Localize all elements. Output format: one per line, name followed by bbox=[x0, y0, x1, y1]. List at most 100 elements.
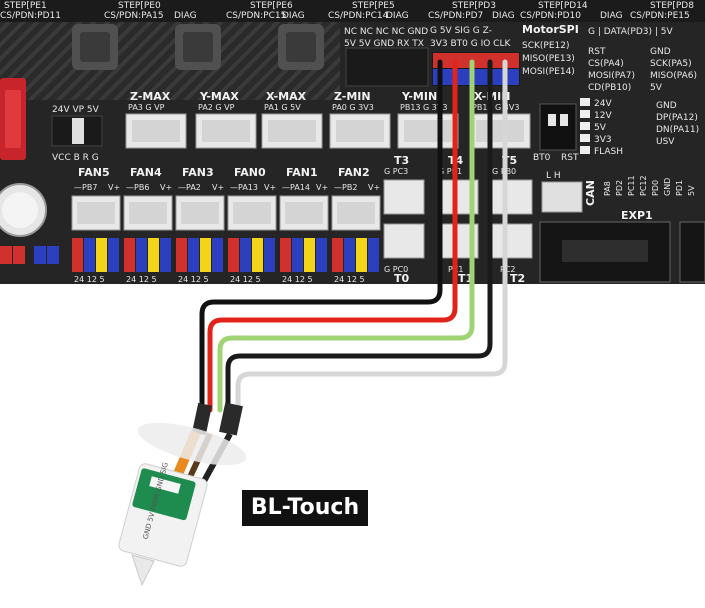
wire-yellow bbox=[217, 59, 475, 413]
wire-brown bbox=[199, 59, 443, 413]
fan-jumper bbox=[200, 238, 211, 272]
uart-header-top-label: NC NC NC NC GND bbox=[344, 27, 428, 37]
power-select-label: 5V bbox=[594, 123, 607, 133]
probe-plug bbox=[149, 476, 181, 494]
motorspi-miso: MISO(PE13) bbox=[522, 54, 575, 64]
fan-pin: —PB7 bbox=[74, 183, 97, 192]
fan-voltages: 24 12 5 bbox=[334, 275, 365, 284]
fan-name: FAN5 bbox=[78, 166, 110, 179]
fan-jumper bbox=[124, 238, 135, 272]
boot-switch bbox=[539, 103, 577, 151]
fan-pin: —PA14 bbox=[282, 183, 310, 192]
fan-jumper bbox=[228, 238, 239, 272]
capacitor-top bbox=[2, 192, 38, 228]
fan-pin: —PB2 bbox=[334, 183, 357, 192]
power-select-led bbox=[580, 98, 590, 106]
can-label: CAN bbox=[584, 180, 597, 206]
probe-mount-wing bbox=[137, 422, 247, 466]
exp-cd: CD(PB10) bbox=[588, 83, 631, 93]
thermistor-housing bbox=[491, 179, 533, 215]
fan-jumper bbox=[96, 238, 107, 272]
right-pin-label: GND bbox=[663, 178, 672, 196]
fan-jumper bbox=[136, 238, 147, 272]
fan-polarity: V+ bbox=[316, 183, 328, 192]
dupont-connector-1 bbox=[192, 402, 212, 436]
exp-5v: 5V bbox=[650, 83, 663, 93]
connector-socket bbox=[404, 120, 452, 142]
uart-header bbox=[345, 47, 429, 87]
connector-pins: PB14 G 3V3 bbox=[472, 103, 519, 112]
fan-pin: —PB6 bbox=[126, 183, 149, 192]
fan-jumper bbox=[160, 238, 171, 272]
connector-name: Y-MAX bbox=[199, 90, 239, 103]
top-label: STEP[PE1 bbox=[4, 1, 47, 11]
exp-rst: RST bbox=[588, 47, 606, 57]
vsel-jumper bbox=[72, 118, 84, 144]
fan-pin: —PA2 bbox=[178, 183, 201, 192]
dupont-connector-2 bbox=[219, 402, 243, 436]
top-label: CS/PDN:PA15 bbox=[104, 11, 164, 21]
power-select-led bbox=[580, 122, 590, 130]
top-label: STEP[PE0 bbox=[118, 1, 161, 11]
usb-label: DN(PA11) bbox=[656, 125, 699, 135]
power-select-led bbox=[580, 134, 590, 142]
exp2-connector bbox=[679, 221, 705, 283]
thermistor-housing-lower bbox=[491, 223, 533, 259]
motorspi-mosi: MOSI(PE14) bbox=[522, 67, 575, 77]
thermistor-housing bbox=[383, 179, 425, 215]
fan-jumper bbox=[188, 238, 199, 272]
fan-jumper bbox=[280, 238, 291, 272]
fan-voltages: 24 12 5 bbox=[230, 275, 261, 284]
fan-jumper bbox=[304, 238, 315, 272]
fan-polarity: V+ bbox=[160, 183, 172, 192]
fan-name: FAN0 bbox=[234, 166, 266, 179]
top-label: CS/PDN:PD10 bbox=[520, 11, 581, 21]
top-label: STEP[PD3 bbox=[452, 1, 496, 11]
connector-name: Z-MAX bbox=[130, 90, 171, 103]
fan-jumper bbox=[356, 238, 367, 272]
top-label: DIAG bbox=[600, 11, 623, 21]
motorspi-title: MotorSPI bbox=[522, 23, 579, 36]
fan-jumper bbox=[240, 238, 251, 272]
top-label: DIAG bbox=[492, 11, 515, 21]
fan-jumper bbox=[344, 238, 355, 272]
motorspi-sck: SCK(PE12) bbox=[522, 41, 570, 51]
left-jumpers bbox=[0, 246, 59, 264]
bltouch-header-top-label: G 5V SIG G Z- bbox=[430, 26, 492, 36]
right-pin-label: PD2 bbox=[615, 180, 624, 196]
fan-polarity: V+ bbox=[368, 183, 380, 192]
power-select-label: 3V3 bbox=[594, 135, 612, 145]
connector-socket bbox=[202, 120, 250, 142]
top-label: DIAG bbox=[386, 11, 409, 21]
exp-sck: SCK(PA5) bbox=[650, 59, 692, 69]
top-label: DIAG bbox=[282, 11, 305, 21]
uart-header-bottom-label: 5V 5V GND RX TX bbox=[344, 39, 424, 49]
fan-jumper bbox=[108, 238, 119, 272]
exp-gnd: GND bbox=[650, 47, 671, 57]
thermistor-name: T2 bbox=[510, 272, 525, 285]
right-pin-label: PD0 bbox=[651, 180, 660, 196]
fan-jumper bbox=[292, 238, 303, 272]
right-pin-label: PA8 bbox=[603, 181, 612, 196]
connector-pins: PA0 G 3V3 bbox=[332, 103, 374, 112]
right-pin-label: PC12 bbox=[639, 175, 648, 196]
vsel-label: 24V VP 5V bbox=[52, 105, 100, 115]
can-pins-label: L H bbox=[546, 171, 561, 181]
exp-cs: CS(PA4) bbox=[588, 59, 624, 69]
usb-label: DP(PA12) bbox=[656, 113, 698, 123]
bltouch-wires bbox=[199, 59, 508, 413]
connector-name: Z-MIN bbox=[334, 90, 371, 103]
bltouch-header-bottom-label: 3V3 BT0 G IO CLK bbox=[430, 39, 511, 49]
top-label: CS/PDN:PC15 bbox=[226, 11, 286, 21]
power-select-label: 12V bbox=[594, 111, 612, 121]
boot-switch-knob bbox=[548, 114, 556, 126]
top-label: CS/PDN:PD11 bbox=[0, 11, 61, 21]
inductor-2 bbox=[175, 24, 221, 70]
fan-socket bbox=[181, 202, 219, 224]
fan-voltages: 24 12 5 bbox=[74, 275, 105, 284]
power-select-led bbox=[580, 146, 590, 154]
exp-data: G | DATA(PD3) | 5V bbox=[588, 27, 673, 37]
